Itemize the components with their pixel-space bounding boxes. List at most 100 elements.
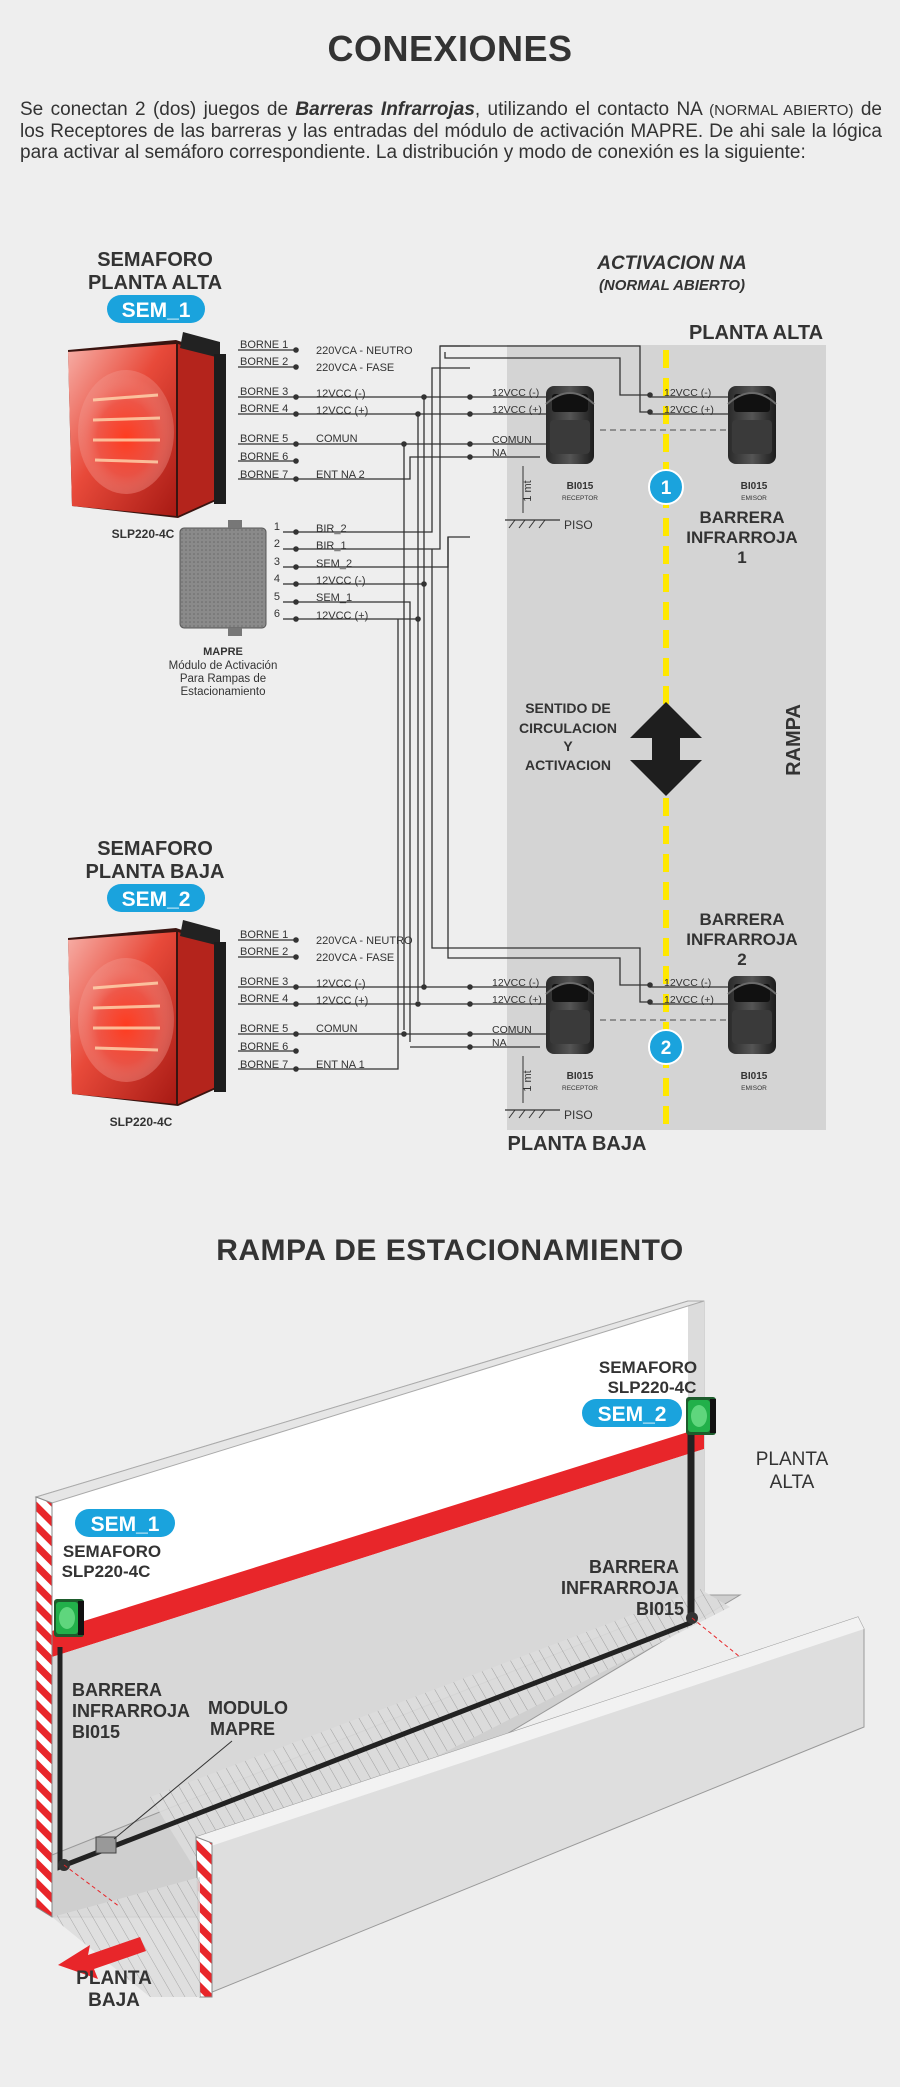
- mapre-pin: 3: [274, 556, 280, 568]
- borne-function: COMUN: [316, 433, 358, 445]
- mapre-pin: 1: [274, 521, 280, 533]
- intro-text-1: Se conectan 2 (dos) juegos de: [20, 99, 296, 120]
- borne-function: 220VCA - NEUTRO: [316, 345, 413, 357]
- mapre-pin-label: BIR_2: [316, 523, 347, 535]
- page-title: CONEXIONES: [327, 28, 573, 69]
- exit-arrow-icon: [58, 1937, 146, 1979]
- mapre-name: MAPRE: [203, 646, 243, 658]
- mapre-pin-label: SEM_1: [316, 592, 352, 604]
- rampa-barrera-r-l1: BARRERA: [589, 1557, 679, 1577]
- mapre-pin-label: SEM_2: [316, 558, 352, 570]
- rampa-sem1-badge: [75, 1509, 175, 1537]
- borne-label: BORNE 6: [240, 451, 288, 463]
- borne-function: 220VCA - FASE: [316, 362, 394, 374]
- sem-alta-badge-text: SEM_1: [122, 299, 191, 322]
- rampa-sem2-l1: SEMAFORO: [599, 1358, 697, 1377]
- receptor2-term: 12VCC (-): [492, 977, 539, 989]
- rampa-modulo-l2: MAPRE: [210, 1719, 275, 1739]
- sem-alta-line1: SEMAFORO: [97, 249, 213, 271]
- mapre-pin: 4: [274, 573, 280, 585]
- sem-baja-badge: [107, 884, 205, 912]
- borne-label: BORNE 4: [240, 993, 288, 1005]
- floor-label-2: PISO: [564, 1108, 593, 1122]
- borne-label: BORNE 3: [240, 976, 288, 988]
- zone-planta-baja: PLANTA BAJA: [508, 1133, 647, 1155]
- receptor2-type: RECEPTOR: [562, 1085, 598, 1092]
- rampa-planta-alta-l2: ALTA: [770, 1472, 815, 1493]
- rampa-illustration: SEMAFORO SLP220-4C SEM_2 PLANTA ALTA BAR…: [34, 1300, 865, 2011]
- receptor1-model: BI015: [567, 481, 594, 492]
- emisor1-sensor: [727, 385, 777, 465]
- rampa-sem1-l2: SLP220-4C: [62, 1562, 151, 1581]
- borne-label: BORNE 1: [240, 929, 288, 941]
- borne-function: 12VCC (+): [316, 995, 368, 1007]
- sentido-l3: Y: [563, 738, 573, 754]
- rampa-red-stripe: [52, 1427, 704, 1657]
- rampa-planta-baja-l2: BAJA: [88, 1990, 140, 2011]
- intro-text-3: de los Receptores de las barreras y las …: [20, 99, 882, 163]
- mapre-module: [179, 527, 267, 629]
- borne-function: 12VCC (-): [316, 388, 366, 400]
- barrera2-number: 2: [661, 1038, 672, 1059]
- sem-baja-line2: PLANTA BAJA: [86, 861, 225, 883]
- receptor2-term: COMUN: [492, 1024, 532, 1036]
- mapre-box: [95, 1836, 117, 1854]
- height-label-2: 1 mt: [522, 1070, 534, 1091]
- height-label-1: 1 mt: [522, 480, 534, 501]
- intro-text-2: , utilizando el contacto NA: [474, 99, 710, 120]
- receptor1-term: 12VCC (+): [492, 404, 542, 416]
- intro-paragraph: Se conectan 2 (dos) juegos de Barreras I…: [20, 99, 882, 163]
- activation-title: ACTIVACION NA: [596, 253, 747, 274]
- borne-label: BORNE 3: [240, 386, 288, 398]
- emisor2-model: BI015: [741, 1071, 768, 1082]
- emisor2-sensor: [727, 975, 777, 1055]
- rampa-sem2-l2: SLP220-4C: [608, 1378, 697, 1397]
- mapre-desc2: Para Rampas de: [180, 673, 266, 685]
- rampa-barrera-l-l1: BARRERA: [72, 1680, 162, 1700]
- receptor1-sensor: [545, 385, 595, 465]
- rampa-modulo-l1: MODULO: [208, 1698, 288, 1718]
- intro-emphasis: Barreras Infrarrojas: [295, 99, 475, 120]
- rampa-barrera-r-l3: BI015: [636, 1599, 684, 1619]
- borne-label: BORNE 6: [240, 1041, 288, 1053]
- receptor1-term: COMUN: [492, 434, 532, 446]
- borne-function: 220VCA - NEUTRO: [316, 935, 413, 947]
- barrera1-l2: INFRARROJA: [686, 528, 797, 547]
- mapre-pin-label: BIR_1: [316, 540, 347, 552]
- rampa-planta-baja-l1: PLANTA: [76, 1968, 152, 1989]
- sentido-l2: CIRCULACION: [519, 720, 617, 736]
- sem-baja-model: SLP220-4C: [110, 1115, 173, 1129]
- left-hatched-post: [35, 1496, 53, 1918]
- zone-planta-alta: PLANTA ALTA: [689, 322, 823, 344]
- borne-function: COMUN: [316, 1023, 358, 1035]
- borne-label: BORNE 2: [240, 946, 288, 958]
- mapre-pin: 2: [274, 538, 280, 550]
- borne-label: BORNE 2: [240, 356, 288, 368]
- receptor2-model: BI015: [567, 1071, 594, 1082]
- sentido-l4: ACTIVACION: [525, 757, 611, 773]
- barrera2-marker: [648, 1029, 684, 1065]
- mapre-pin: 5: [274, 591, 280, 603]
- borne-label: BORNE 4: [240, 403, 288, 415]
- barrera2-l1: BARRERA: [700, 910, 785, 929]
- traffic-light-red-baja: [66, 918, 228, 1108]
- borne-label: BORNE 5: [240, 433, 288, 445]
- emisor2-type: EMISOR: [741, 1085, 767, 1092]
- rampa-barrera-r-l2: INFRARROJA: [561, 1578, 679, 1598]
- receptor1-type: RECEPTOR: [562, 495, 598, 502]
- mapre-pin: 6: [274, 608, 280, 620]
- mapre-pin-label: 12VCC (+): [316, 610, 368, 622]
- traffic-light-green-alta: [686, 1397, 716, 1435]
- emisor1-type: EMISOR: [741, 495, 767, 502]
- receptor1-term: NA: [492, 447, 507, 459]
- sentido-l1: SENTIDO DE: [525, 700, 611, 716]
- emisor1-model: BI015: [741, 481, 768, 492]
- barrera1-l1: BARRERA: [700, 508, 785, 527]
- sem-baja-badge-text: SEM_2: [122, 888, 191, 911]
- zone-rampa: RAMPA: [783, 704, 805, 776]
- emisor1-term: 12VCC (-): [664, 387, 711, 399]
- mapre-desc1: Módulo de Activación: [169, 660, 278, 672]
- rampa-barrera-l-l2: INFRARROJA: [72, 1701, 190, 1721]
- floor-label-1: PISO: [564, 518, 593, 532]
- borne-function: 220VCA - FASE: [316, 952, 394, 964]
